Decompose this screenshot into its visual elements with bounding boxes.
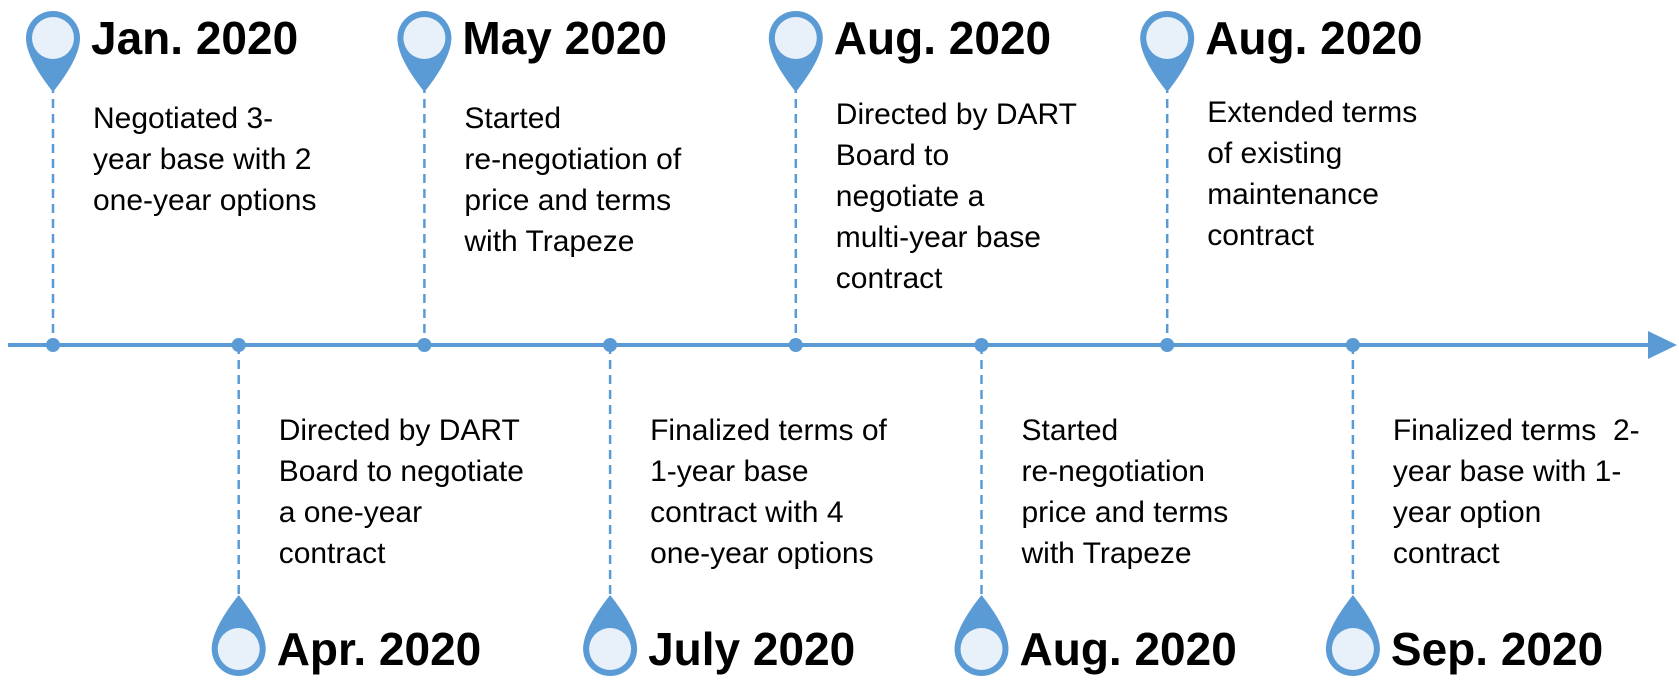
map-pin-inner-icon [1331, 628, 1374, 670]
description-line: of existing [1207, 137, 1343, 170]
connector-layer [51, 84, 1355, 603]
description-line: year base with 1- [1392, 455, 1622, 488]
milestone-description: Negotiated 3- year base with 2 one-year op… [93, 98, 316, 221]
description-line: Directed by DART [278, 414, 520, 447]
description-line: price and terms [464, 184, 672, 217]
map-pin-inner-icon [403, 17, 446, 59]
description-line: re-negotiation of [464, 143, 682, 176]
timeline-dot [1345, 338, 1360, 352]
description-line: with Trapeze [464, 225, 635, 258]
description-line: year option [1392, 496, 1542, 529]
timeline-arrowhead-icon [1648, 331, 1677, 359]
milestone-date: Jan. 2020 [91, 12, 299, 64]
description-line: price and terms [1021, 496, 1229, 529]
map-pin-inner-icon [1146, 17, 1189, 59]
description-line: Started [464, 102, 562, 135]
description-line: multi-year base [835, 221, 1041, 254]
timeline-dot [788, 338, 803, 352]
timeline-dot [1160, 338, 1175, 352]
timeline-axis [8, 331, 1677, 359]
description-line: Board to negotiate [278, 455, 524, 488]
map-pin-inner-icon [960, 628, 1003, 670]
description-line: contract [835, 262, 943, 295]
timeline-dot [417, 338, 432, 352]
milestone-description: Started re-negotiation price and terms with… [1022, 410, 1229, 574]
milestone-description: Extended terms of existing maintenance cont… [1207, 92, 1417, 256]
milestone-description: Directed by DART Board to negotiate a multi… [836, 94, 1077, 299]
description-line: with Trapeze [1021, 537, 1192, 570]
timeline-dot [974, 338, 989, 352]
map-pin-inner-icon [774, 17, 817, 59]
timeline-dot [46, 338, 60, 352]
timeline-dot [231, 338, 246, 352]
description-line: Negotiated 3- [93, 102, 274, 135]
description-line: Extended terms [1207, 96, 1418, 129]
description-line: re-negotiation [1021, 455, 1205, 488]
map-pin-inner-icon [32, 17, 74, 59]
description-line: Finalized terms 2- [1392, 414, 1640, 447]
milestone-date: Aug. 2020 [1205, 12, 1423, 64]
map-pin-inner-icon [217, 628, 260, 670]
description-line: contract with 4 [650, 496, 844, 529]
description-line: a one-year [278, 496, 423, 529]
description-line: maintenance [1207, 178, 1379, 211]
description-line: Directed by DART [835, 98, 1077, 131]
description-line: contract [1392, 537, 1500, 570]
description-line: Board to [835, 139, 950, 172]
description-line: 1-year base [650, 455, 809, 488]
description-line: Finalized terms of [650, 414, 887, 447]
description-line: one-year options [93, 184, 317, 217]
milestone-date: Apr. 2020 [276, 623, 482, 675]
map-pin-inner-icon [589, 628, 632, 670]
pin-layer [26, 11, 1380, 677]
dot-layer [46, 338, 1360, 352]
description-line: contract [1207, 219, 1314, 252]
description-line: one-year options [650, 537, 874, 570]
description-line: Started [1021, 414, 1119, 447]
milestone-date: May 2020 [462, 12, 667, 64]
milestone-date: July 2020 [648, 623, 856, 675]
milestone-date: Aug. 2020 [1019, 623, 1237, 675]
milestone-description: Finalized terms 2- year base with 1- year … [1393, 410, 1640, 574]
milestone-date: Aug. 2020 [833, 12, 1052, 64]
timeline-dot [603, 338, 618, 352]
milestone-date: Sep. 2020 [1390, 623, 1604, 675]
milestone-description: Started re-negotiation of price and terms w… [464, 98, 681, 262]
description-line: negotiate a [835, 180, 985, 213]
description-line: year base with 2 [93, 143, 312, 176]
description-line: contract [278, 537, 386, 570]
milestone-description: Finalized terms of 1-year base contract wi… [650, 410, 887, 574]
milestone-description: Directed by DART Board to negotiate a one-… [279, 410, 524, 574]
